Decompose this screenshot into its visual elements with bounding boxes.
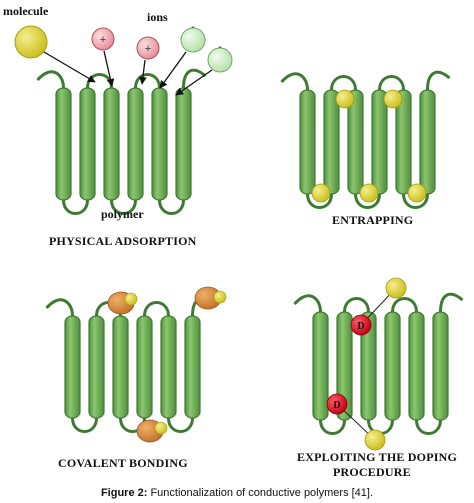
polymer-helix bbox=[347, 89, 364, 195]
positive-ion bbox=[136, 36, 160, 60]
title-entrapping: ENTRAPPING bbox=[332, 213, 414, 227]
bound-enzyme bbox=[107, 291, 138, 315]
polymer-loop bbox=[319, 419, 346, 435]
dopant bbox=[350, 314, 372, 336]
polymer-loop bbox=[62, 199, 89, 215]
arrow bbox=[159, 51, 187, 89]
entrapped-molecule bbox=[407, 183, 427, 203]
polymer-loop bbox=[110, 199, 137, 215]
polymer-helix bbox=[408, 311, 425, 421]
polymer-helix bbox=[79, 87, 96, 201]
polymer-loop bbox=[402, 193, 429, 209]
bound-enzyme bbox=[194, 286, 227, 310]
released-molecule bbox=[364, 429, 386, 451]
caption-text: Functionalization of conductive polymers… bbox=[147, 487, 374, 499]
label-polymer: polymer bbox=[101, 207, 144, 221]
negative-ion bbox=[180, 27, 206, 53]
polymer-loop bbox=[391, 297, 418, 313]
polymer-loop bbox=[378, 75, 405, 91]
polymer-covalent-bonding bbox=[45, 296, 216, 433]
positive-ion bbox=[91, 27, 115, 51]
polymer-loop bbox=[306, 193, 333, 209]
polymer-physical-adsorption bbox=[36, 68, 207, 215]
polymer-tail bbox=[45, 298, 74, 317]
polymer-helix bbox=[151, 87, 168, 201]
ion-sign: + bbox=[100, 34, 106, 46]
polymer-loop bbox=[354, 193, 381, 209]
polymer-helix bbox=[88, 315, 105, 419]
polymer-helix bbox=[55, 87, 72, 201]
released-molecule bbox=[385, 277, 407, 299]
polymer-helix bbox=[395, 89, 412, 195]
entrapped-molecule bbox=[311, 183, 331, 203]
ion-sign: - bbox=[218, 41, 222, 53]
figure-caption: Figure 2: Functionalization of conductiv… bbox=[0, 487, 474, 499]
polymer-helix bbox=[184, 315, 201, 419]
polymer-tail bbox=[36, 70, 65, 89]
polymer-helix bbox=[136, 315, 153, 419]
entrapped-molecule bbox=[335, 89, 355, 109]
title-physical-adsorption: PHYSICAL ADSORPTION bbox=[49, 234, 197, 248]
polymer-helix bbox=[299, 89, 316, 195]
polymer-loop bbox=[343, 297, 370, 313]
polymer-helix bbox=[336, 311, 353, 421]
polymer-loop bbox=[330, 75, 357, 91]
title-doping-line2: PROCEDURE bbox=[333, 465, 411, 479]
ion-sign: - bbox=[191, 21, 195, 33]
molecule-ball bbox=[14, 25, 48, 59]
title-covalent-bonding: COVALENT BONDING bbox=[58, 456, 188, 470]
dopant bbox=[326, 393, 348, 415]
polymer-helix bbox=[175, 87, 192, 201]
polymer-helix bbox=[112, 315, 129, 419]
polymer-loop bbox=[167, 417, 194, 433]
polymer-helix bbox=[419, 89, 436, 195]
polymer-tail bbox=[426, 70, 451, 91]
entrapped-molecule bbox=[359, 183, 379, 203]
arrow bbox=[43, 51, 96, 83]
polymer-tail bbox=[280, 72, 309, 91]
entrapped-molecule bbox=[383, 89, 403, 109]
label-molecule: molecule bbox=[3, 4, 49, 18]
bound-enzyme bbox=[136, 419, 168, 443]
polymer-loop bbox=[86, 73, 113, 89]
polymer-tail bbox=[439, 292, 464, 313]
dopant-label: D bbox=[333, 400, 340, 411]
arrow bbox=[175, 69, 213, 96]
polymer-tail bbox=[293, 294, 322, 313]
polymer-loop bbox=[134, 73, 161, 89]
polymer-helix bbox=[323, 89, 340, 195]
polymer-loop bbox=[143, 301, 170, 317]
polymer-loop bbox=[158, 199, 185, 215]
caption-prefix: Figure 2: bbox=[100, 487, 148, 499]
polymer-helix bbox=[160, 315, 177, 419]
polymer-entrapping bbox=[280, 70, 451, 209]
arrow bbox=[103, 50, 115, 87]
polymer-loop bbox=[71, 417, 98, 433]
polymer-helix bbox=[384, 311, 401, 421]
polymer-loop bbox=[415, 419, 442, 435]
polymer-helix bbox=[64, 315, 81, 419]
polymer-helix bbox=[432, 311, 449, 421]
negative-ion bbox=[207, 47, 233, 73]
title-doping-line1: EXPLOITING THE DOPING bbox=[297, 450, 458, 464]
arrow bbox=[139, 59, 147, 85]
polymer-helix bbox=[127, 87, 144, 201]
polymer-tail bbox=[182, 68, 207, 89]
polymer-helix bbox=[312, 311, 329, 421]
polymer-doping bbox=[293, 292, 464, 435]
dopant-label: D bbox=[357, 321, 364, 332]
polymer-helix bbox=[103, 87, 120, 201]
polymer-helix bbox=[371, 89, 388, 195]
polymer-helix bbox=[360, 311, 377, 421]
label-ions: ions bbox=[147, 10, 168, 24]
ion-sign: + bbox=[145, 43, 151, 55]
